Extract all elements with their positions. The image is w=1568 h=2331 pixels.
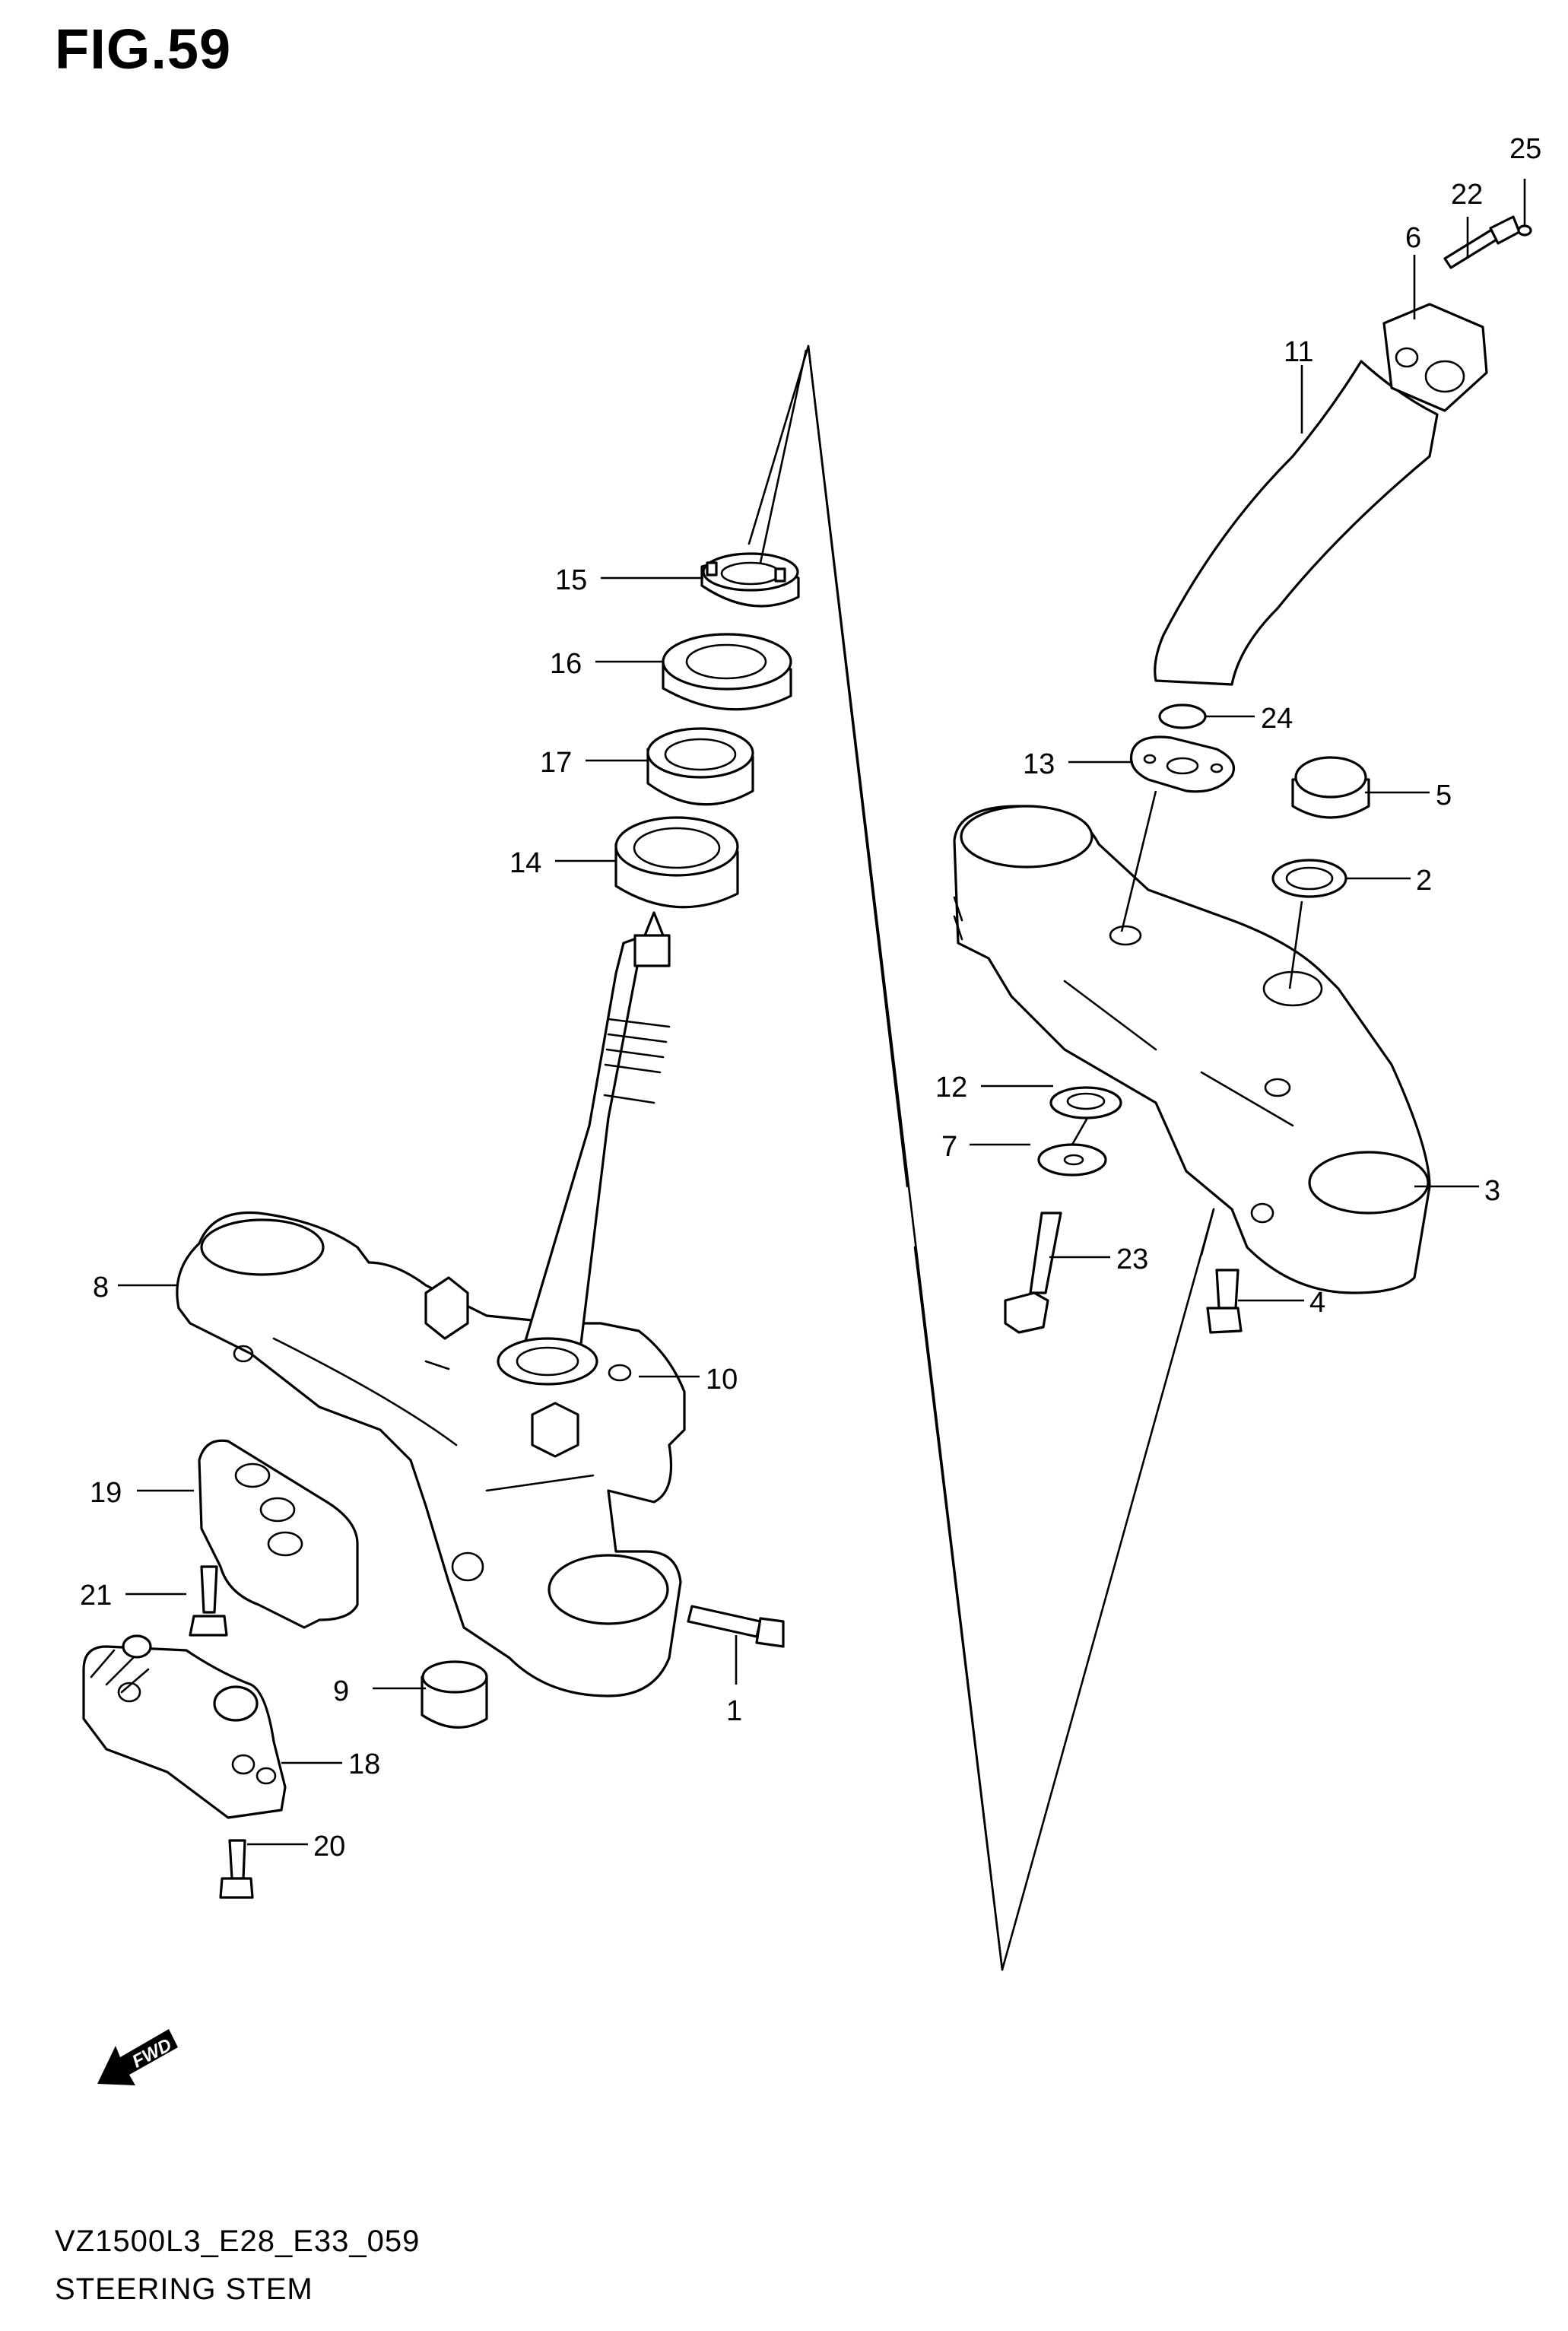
callout-18: 18	[348, 1748, 380, 1780]
callout-13: 13	[1023, 748, 1055, 780]
part-1-bolt	[687, 1605, 785, 1648]
callout-19: 19	[90, 1477, 122, 1509]
callout-6: 6	[1405, 222, 1421, 254]
callout-12: 12	[935, 1072, 967, 1104]
callout-22: 22	[1451, 179, 1483, 211]
callout-5: 5	[1436, 780, 1452, 811]
part-6-handlebar-clamp-cap	[1382, 303, 1488, 412]
part-13-holder-plate	[1129, 735, 1236, 793]
callout-25: 25	[1509, 133, 1541, 165]
part-9-cushion	[421, 1660, 488, 1729]
callout-2: 2	[1416, 865, 1432, 897]
part-20-bolt	[219, 1839, 254, 1899]
callout-23: 23	[1116, 1243, 1148, 1275]
part-19-handlebar-holder	[198, 1439, 359, 1629]
callout-7: 7	[941, 1131, 957, 1163]
part-25-washer	[1517, 224, 1532, 237]
callout-4: 4	[1309, 1287, 1325, 1319]
part-24-washer	[1158, 703, 1207, 729]
callout-8: 8	[93, 1272, 109, 1304]
callout-1: 1	[726, 1695, 742, 1727]
part-11-handlebar	[1154, 360, 1439, 686]
part-3-upper-bracket	[953, 805, 1431, 1294]
callout-11: 11	[1284, 336, 1313, 368]
callout-9: 9	[333, 1675, 349, 1707]
part-4-bolt	[1206, 1269, 1243, 1334]
figure-code: VZ1500L3_E28_E33_059	[55, 2225, 421, 2258]
callout-17: 17	[540, 747, 572, 779]
part-5-cap	[1291, 756, 1370, 819]
figure-title: FIG.59	[55, 17, 232, 81]
part-22-bolt	[1443, 215, 1521, 269]
part-16-dust-seal	[662, 633, 792, 711]
assembly-guide-lines	[747, 345, 1215, 1971]
part-8-steering-stem-lower-bracket	[176, 911, 686, 1697]
callout-16: 16	[550, 648, 582, 680]
callout-3: 3	[1484, 1175, 1500, 1207]
part-18-holder-clamp	[82, 1634, 287, 1819]
part-23-bolt	[1004, 1212, 1062, 1334]
callout-labels: 1 2 3 4 5 6 7 8 9 10 11 12 13 14 15 16 1…	[80, 133, 1541, 1863]
callout-24: 24	[1261, 703, 1293, 735]
callout-21: 21	[80, 1580, 112, 1612]
callout-20: 20	[313, 1831, 345, 1863]
callout-15: 15	[555, 564, 587, 596]
part-2-washer	[1271, 859, 1347, 898]
part-15-stem-nut	[700, 552, 800, 608]
part-12-grommet	[1049, 1086, 1122, 1119]
callout-leader-lines	[118, 179, 1526, 1846]
part-17-upper-bearing	[646, 727, 754, 806]
part-7-washer	[1037, 1143, 1107, 1177]
callout-10: 10	[706, 1364, 738, 1396]
fwd-arrow-icon: FWD	[97, 2029, 178, 2085]
part-10-dust-seal	[608, 1364, 632, 1382]
callout-14: 14	[509, 847, 541, 879]
part-21-bolt	[189, 1565, 228, 1637]
figure-name: STEERING STEM	[55, 2272, 313, 2306]
part-14-lower-bearing	[614, 816, 739, 909]
